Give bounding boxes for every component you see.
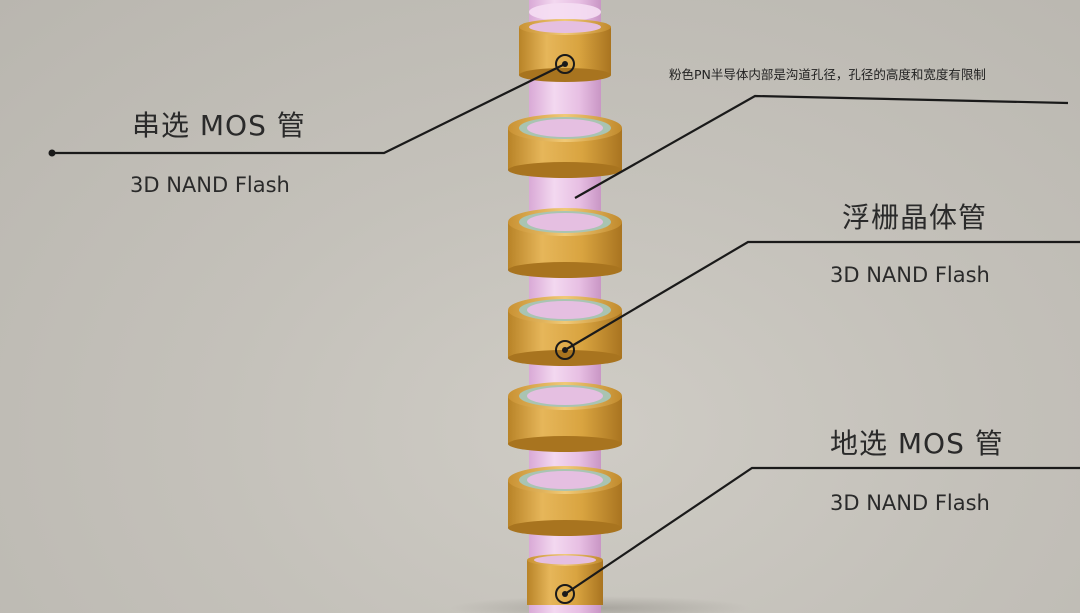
gate-ring-2 bbox=[508, 208, 622, 278]
gate-ring-4 bbox=[508, 382, 622, 452]
string-select-title: 串选 MOS 管 bbox=[132, 109, 306, 142]
gate-ring-1 bbox=[508, 114, 622, 178]
string-select-subtitle: 3D NAND Flash bbox=[130, 173, 290, 197]
string-select-leader bbox=[52, 63, 566, 155]
floating-gate-leader bbox=[564, 240, 1080, 351]
ground-select-leader bbox=[564, 466, 1080, 595]
channel-note-text: 粉色PN半导体内部是沟道孔径，孔径的高度和宽度有限制 bbox=[669, 67, 986, 82]
ground-select-title: 地选 MOS 管 bbox=[830, 427, 1004, 460]
string-select-ring bbox=[519, 19, 611, 82]
leader-end-dot bbox=[48, 149, 56, 157]
target-marker-top bbox=[555, 54, 575, 74]
channel-note-leader bbox=[574, 94, 1069, 199]
gate-ring-5 bbox=[508, 466, 622, 536]
ground-select-ring bbox=[527, 554, 603, 605]
ground-select-subtitle: 3D NAND Flash bbox=[830, 491, 990, 515]
floating-gate-title: 浮栅晶体管 bbox=[842, 201, 988, 234]
target-marker-middle bbox=[555, 340, 575, 360]
gate-ring-3 bbox=[508, 296, 622, 366]
floating-gate-subtitle: 3D NAND Flash bbox=[830, 263, 990, 287]
target-marker-bottom bbox=[555, 584, 575, 604]
